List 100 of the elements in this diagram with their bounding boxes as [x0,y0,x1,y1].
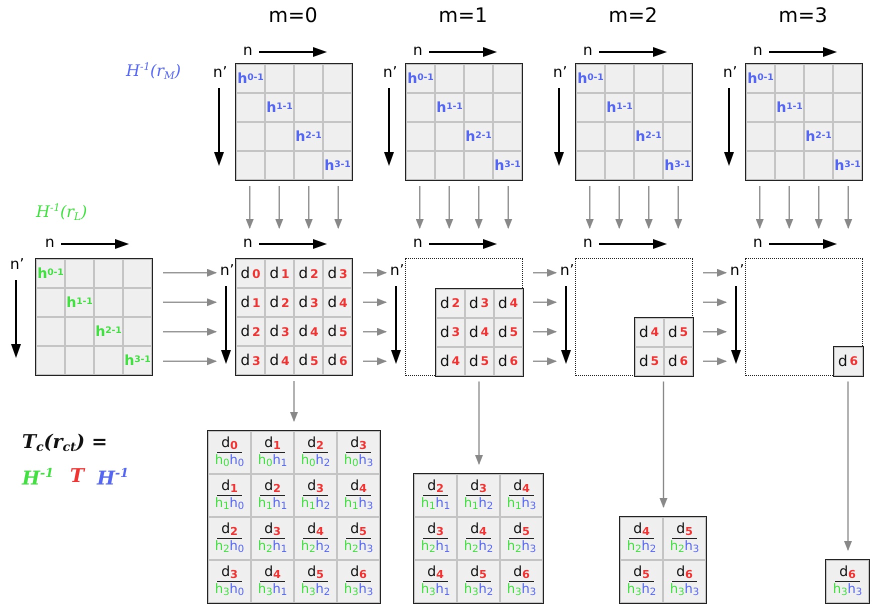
axis-label: n’ [560,262,574,278]
fraction-cell: d$_{6}$ h$_{3}$h$_{3}$ [500,560,543,603]
matrix-cell [464,151,493,180]
axis-label: n’ [723,64,738,80]
matrix-cell [435,122,464,151]
arrow [163,357,217,366]
matrix-grid [35,258,153,376]
arrow [474,186,483,229]
arrow [445,186,454,229]
arrow [363,357,387,366]
matrix-cell [746,93,775,122]
matrix-cell [833,93,862,122]
arrow [785,186,794,229]
arrow [163,268,217,277]
arrow [703,298,727,306]
matrix-grid [745,63,863,181]
matrix-cell [663,122,692,151]
arrow [304,186,313,229]
arrow [586,186,594,229]
matrix-grid [235,258,353,376]
fraction-cell: d$_{3}$ h$_{0}$h$_{3}$ [337,431,380,474]
fraction-cell: d$_{6}$ h$_{3}$h$_{3}$ [337,560,380,603]
matrix-cell [833,64,862,93]
result-table [413,473,544,604]
column-heading: m=2 [608,4,658,26]
arrow [660,382,668,508]
fraction-cell: d$_{4}$ h$_{2}$h$_{2}$ [620,517,663,560]
matrix-cell [576,93,605,122]
arrow [814,186,823,229]
matrix-cell [746,151,775,180]
dotted-frame [575,258,693,376]
fraction-cell: d$_{2}$ h$_{1}$h$_{1}$ [251,474,294,517]
matrix-cell [576,151,605,180]
arrow [644,186,653,229]
matrix-cell [94,288,123,317]
axis-label: n [243,42,253,58]
fraction-cell: d$_{4}$ h$_{1}$h$_{3}$ [337,474,380,517]
axis-label: n’ [220,262,234,278]
fraction-cell: d$_{4}$ h$_{2}$h$_{2}$ [457,517,500,560]
column-heading: m=1 [438,4,488,26]
arrow [334,186,342,229]
matrix-cell [804,64,833,93]
formula-text: T [70,466,84,487]
matrix-cell [634,64,663,93]
fraction-cell: d$_{5}$ h$_{2}$h$_{3}$ [500,517,543,560]
fraction-cell: d$_{4}$ h$_{1}$h$_{3}$ [500,474,543,517]
matrix-cell [323,93,352,122]
matrix-grid [634,316,694,376]
matrix-cell [493,93,522,122]
matrix-grid [434,288,524,376]
matrix-cell [464,93,493,122]
axis-label: n’ [10,256,24,272]
arrow [363,328,387,336]
fraction-cell: d$_{1}$ h$_{1}$h$_{0}$ [208,474,251,517]
matrix-grid [405,63,523,181]
arrow [756,186,764,229]
result-table [619,516,707,604]
matrix-cell [236,151,265,180]
matrix-cell [663,93,692,122]
fraction-cell: d$_{3}$ h$_{3}$h$_{0}$ [208,560,251,603]
matrix-cell [435,151,464,180]
matrix-label: H$^{-1}$(r$_{M}$) [126,62,181,82]
axis-label: n [583,234,593,250]
fraction-cell: d$_{5}$ h$_{3}$h$_{2}$ [620,560,663,603]
arrow [703,357,727,366]
matrix-cell [65,317,94,346]
arrow [363,298,387,306]
matrix-grid [575,63,693,181]
arrow [246,186,254,229]
arrow [275,186,284,229]
formula-text: T$_{c}$(r$_{ct}$) = [22,432,108,454]
matrix-cell [294,64,323,93]
matrix-cell [576,122,605,151]
matrix-cell [634,151,663,180]
fraction-cell: d$_{3}$ h$_{1}$h$_{2}$ [294,474,337,517]
dotted-frame [745,258,863,376]
matrix-cell [294,93,323,122]
matrix-cell [605,64,634,93]
fraction-cell: d$_{5}$ h$_{2}$h$_{3}$ [337,517,380,560]
matrix-cell [265,122,294,151]
axis-label: n [45,234,55,250]
matrix-cell [123,288,152,317]
arrow [290,381,298,422]
matrix-cell [265,64,294,93]
matrix-cell [65,346,94,375]
fraction-cell: d$_{1}$ h$_{0}$h$_{1}$ [251,431,294,474]
fraction-cell: d$_{5}$ h$_{3}$h$_{2}$ [457,560,500,603]
arrow [416,186,424,229]
axis-label: n’ [553,64,568,80]
matrix-cell [663,64,692,93]
arrow [504,186,512,229]
formula-text: H$^{-1}$ [22,466,54,490]
axis-label: n [413,234,423,250]
axis-label: n’ [383,64,398,80]
fraction-cell: d$_{4}$ h$_{3}$h$_{1}$ [251,560,294,603]
fraction-cell: d$_{3}$ h$_{2}$h$_{1}$ [414,517,457,560]
fraction-cell: d$_{0}$ h$_{0}$h$_{0}$ [208,431,251,474]
matrix-cell [605,151,634,180]
arrow [674,186,682,229]
matrix-cell [775,122,804,151]
